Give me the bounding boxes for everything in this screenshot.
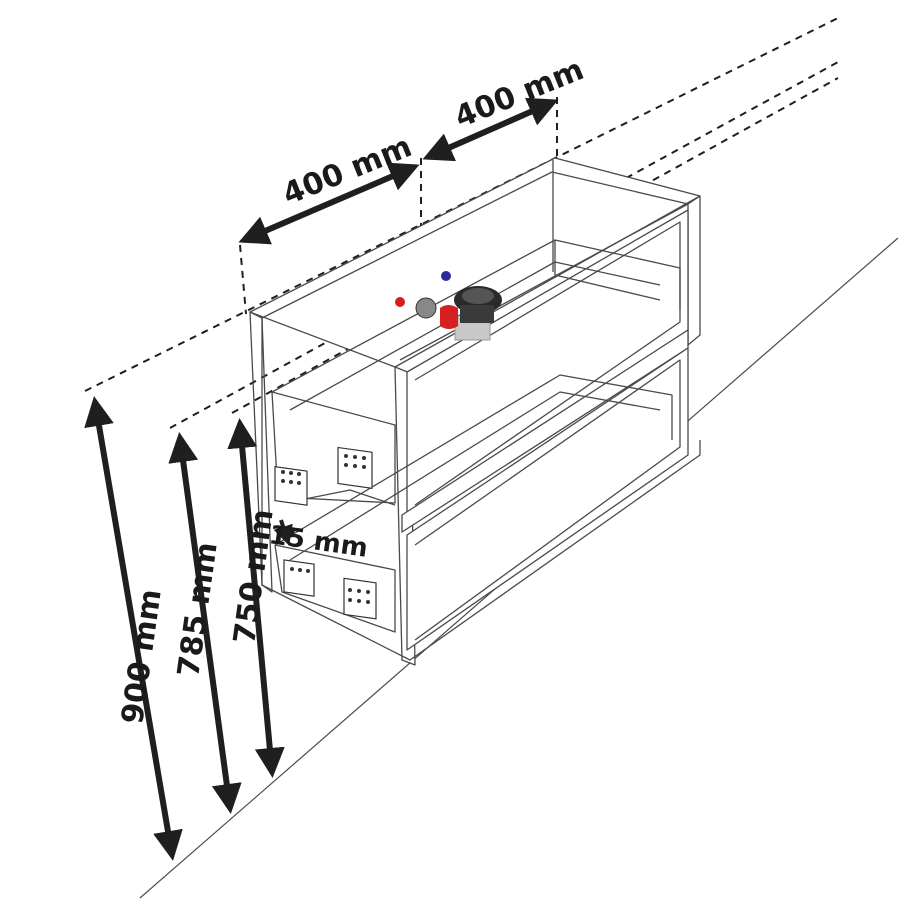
bottom-drawer-front: [406, 347, 689, 651]
bottom-drawer-bottom: [289, 391, 661, 561]
dashed-line-750: [231, 77, 839, 414]
siphon-trap: [395, 271, 502, 341]
cabinet-top-inner: [261, 171, 689, 361]
label-height-900: 900 mm: [115, 587, 169, 726]
arrow-gap: [273, 519, 293, 546]
label-width-right: 400 mm: [450, 52, 589, 135]
arrow-height-750: [227, 418, 285, 778]
red-valve-cap: [395, 297, 405, 307]
label-gap: 15 mm: [267, 520, 370, 564]
top-drawer-box: [271, 239, 681, 393]
arrow-height-900: [84, 396, 183, 861]
cabinet-back-right-post: [687, 195, 701, 346]
red-valve: [440, 305, 458, 329]
arrow-width-right: [422, 97, 559, 162]
label-height-785: 785 mm: [171, 540, 225, 679]
runner-bracket-bottom-left: [283, 559, 315, 597]
runner-bracket-bottom-right: [343, 577, 377, 620]
dimension-arrows: [84, 97, 559, 861]
inner-panel: [299, 489, 396, 506]
top-drawer-rear: [554, 240, 661, 301]
vanity-cabinet: [249, 157, 701, 666]
dashed-guide-left: [239, 244, 247, 315]
trap-neck: [460, 305, 494, 323]
blue-valve-cap: [441, 271, 451, 281]
bottom-drawer-box: [274, 374, 673, 546]
cabinet-base: [261, 440, 701, 661]
trap-cap: [462, 288, 494, 304]
arrow-height-785: [168, 432, 242, 814]
bottom-drawer-front-inner: [414, 359, 681, 641]
arrow-width-left: [238, 162, 420, 245]
gray-fitting: [415, 297, 437, 319]
label-width-left: 400 mm: [278, 129, 417, 212]
